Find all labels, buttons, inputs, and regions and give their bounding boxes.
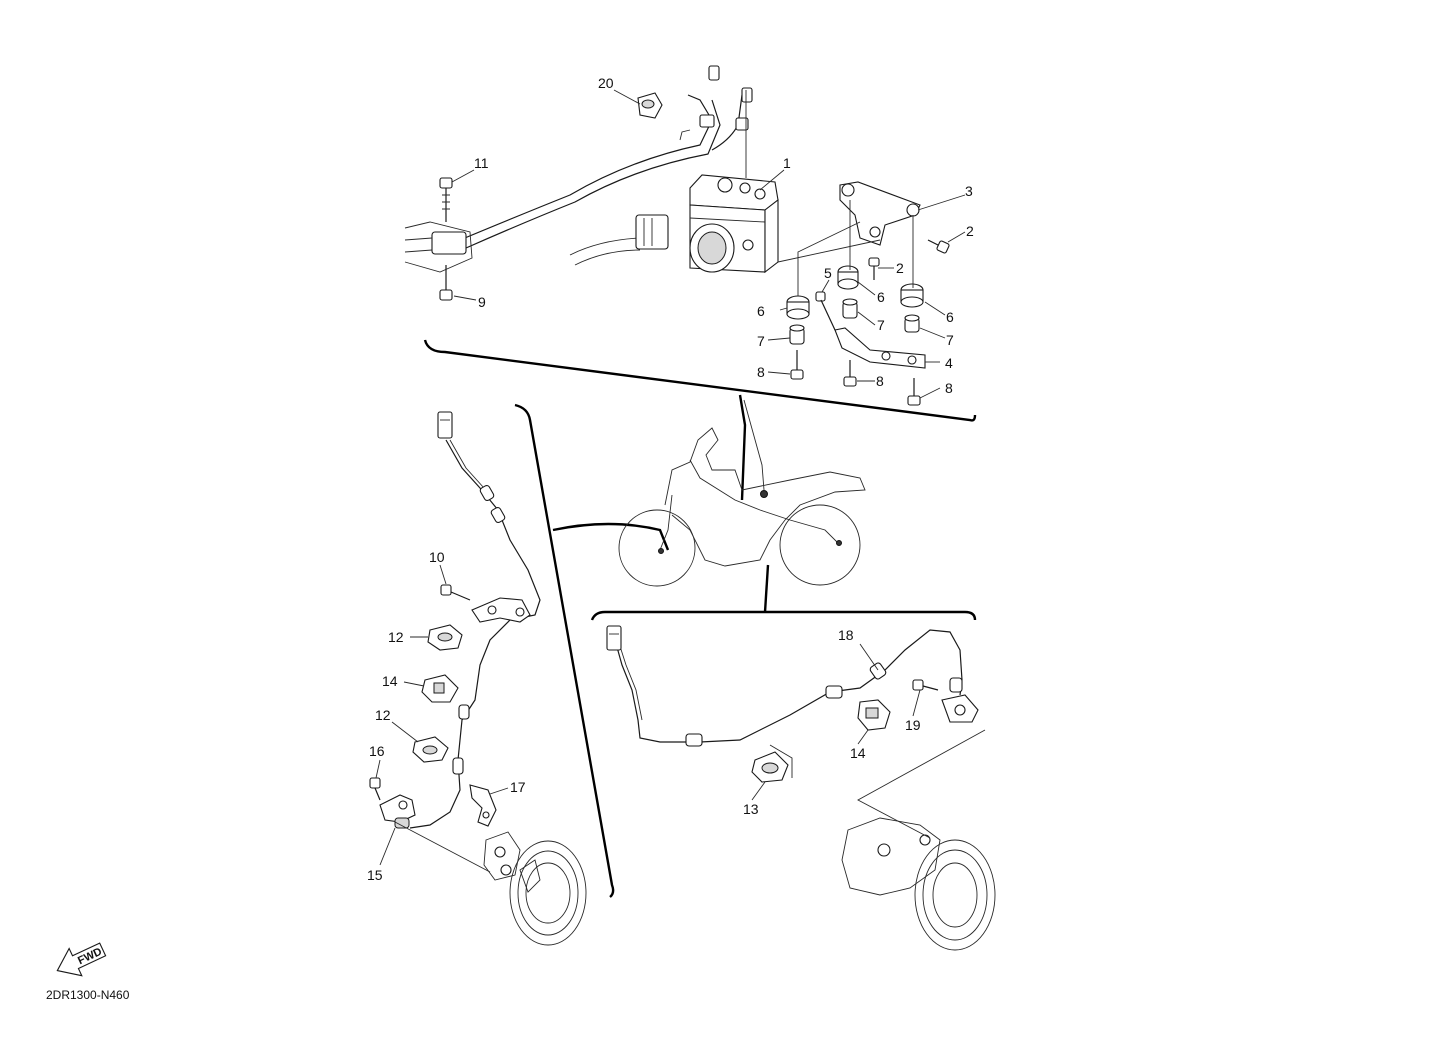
pipe-fitting-1 [708,65,720,81]
fwd-label: FWD [76,946,104,967]
grommet-rear-c [869,662,887,680]
holder-14-rear [857,699,891,731]
callout-14-front: 14 [382,673,398,689]
clamp-20 [637,92,663,119]
callout-12-upper: 12 [388,629,404,645]
callout-labels: 1 2 2 3 4 5 6 6 6 7 7 7 8 8 8 9 10 11 12… [367,75,974,883]
left-section-frame [514,403,615,898]
callout-10: 10 [429,549,445,565]
callout-5: 5 [824,265,832,281]
grommet-b [490,506,506,524]
callout-8-right: 8 [945,380,953,396]
bolt-8-left [790,350,804,380]
right-section-frame [590,610,977,621]
callout-6-right: 6 [946,309,954,325]
rear-sensor-connector [606,625,622,651]
front-lead-bracket [471,597,531,623]
callout-20: 20 [598,75,614,91]
callout-8-left: 8 [757,364,765,380]
callout-3: 3 [965,183,973,199]
callout-17: 17 [510,779,526,795]
clamp-13 [751,744,793,783]
front-wheel-sensor-15 [379,794,416,829]
guide-lines-top [745,90,914,296]
rear-sensor-lead [614,629,963,743]
connector-rear [763,564,770,613]
callout-2-right: 2 [966,223,974,239]
grommet-a [479,484,495,502]
grommet-rear-a [685,733,703,747]
pipe-fitting-3 [699,114,715,128]
damper-6-left [786,295,810,320]
collar-7-right [904,314,920,333]
abs-hydraulic-unit [689,174,779,274]
hydraulic-harness [569,214,669,266]
damper-6-right [900,283,924,308]
callout-13: 13 [743,801,759,817]
callout-4: 4 [945,355,953,371]
front-sensor-lead [409,439,541,829]
rear-wheel-sensor [941,694,979,723]
callout-12-lower: 12 [375,707,391,723]
diagram-code: 2DR1300-N460 [46,988,130,1002]
damper-6-center [837,265,859,290]
grommet-c [458,704,470,720]
callout-7-right: 7 [946,332,954,348]
callout-2-center: 2 [896,260,904,276]
brake-pipe-2 [465,99,721,249]
brake-pipe-joint [404,221,473,273]
callout-6-left: 6 [757,303,765,319]
collar-7-center [842,298,858,319]
clamp-12-upper [427,624,463,651]
callout-14-rear: 14 [850,745,866,761]
collar-7-left [789,324,805,345]
bolt-16 [369,777,381,801]
clamp-12-lower [412,736,449,763]
connector-abs [738,394,747,501]
brake-pipe-1 [459,94,713,241]
bracket-17 [469,784,497,827]
connector-front [552,522,670,551]
front-sensor-connector [437,411,453,439]
bolt-11 [439,177,453,222]
callout-11: 11 [474,155,489,171]
bolt-2-center [868,257,880,280]
callout-7-center: 7 [877,317,885,333]
callout-18: 18 [838,627,854,643]
callout-7-left: 7 [757,333,765,349]
callout-16: 16 [369,743,385,759]
guide-front-sensor [394,821,491,873]
grommet-d [452,757,464,775]
grommet-rear-b [825,685,843,699]
bolt-5 [815,291,836,331]
callout-15: 15 [367,867,383,883]
brake-pipe-4 [679,129,691,141]
holder-14-front [421,674,459,703]
grommet-rear-d [949,677,963,693]
top-section-frame [423,339,977,422]
front-brake-disc [483,831,587,946]
abs-bracket-4 [834,327,926,369]
leader-lines [375,89,966,866]
pipe-fitting-2 [741,87,753,103]
fwd-arrow: FWD [56,942,107,977]
rear-brake-disc [841,817,996,951]
callout-9: 9 [478,294,486,310]
pipe-fitting-4 [735,117,749,131]
bolt-8-right [907,378,921,406]
bolt-9 [439,265,453,301]
callout-8-center: 8 [876,373,884,389]
callout-1: 1 [783,155,791,171]
bolt-10 [440,584,471,601]
abs-bracket-3 [839,181,921,246]
bolt-2-right [927,239,950,254]
bolt-8-center [843,360,857,387]
guide-rear-sensor [857,729,986,839]
callout-6-center: 6 [877,289,885,305]
motorcycle-outline [618,427,866,587]
connector-abs-2 [743,399,765,491]
bolt-19 [912,679,939,691]
callout-19: 19 [905,717,921,733]
